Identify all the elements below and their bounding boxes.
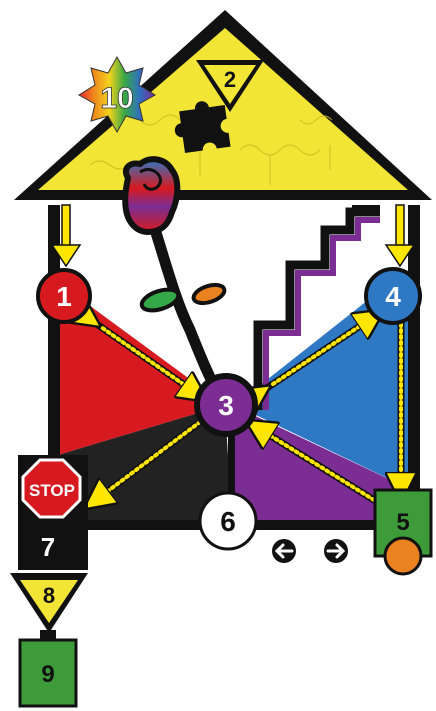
node-7[interactable]: STOP 7 (18, 455, 88, 570)
node-5[interactable]: 5 (375, 490, 431, 574)
label-3: 3 (218, 390, 234, 421)
orange-circle (385, 538, 421, 574)
label-1: 1 (56, 281, 72, 312)
label-7: 7 (41, 532, 55, 562)
node-9[interactable]: 9 (20, 630, 76, 706)
roof (14, 10, 432, 200)
house-body (48, 205, 420, 530)
stop-text: STOP (29, 481, 75, 500)
node-8[interactable]: 8 (10, 573, 88, 633)
node-1[interactable]: 1 (38, 270, 90, 322)
label-5: 5 (396, 509, 409, 536)
label-9: 9 (41, 661, 54, 688)
label-6: 6 (220, 506, 236, 537)
node-4[interactable]: 4 (366, 269, 420, 323)
label-8: 8 (43, 583, 55, 608)
label-2: 2 (224, 67, 236, 92)
node-6[interactable]: 6 (200, 493, 256, 549)
label-10: 10 (100, 82, 133, 115)
arrow-left-icon[interactable] (272, 539, 296, 563)
stop-sign-icon: STOP (23, 460, 80, 517)
node-3[interactable]: 3 (197, 376, 255, 434)
arrow-right-icon[interactable] (324, 539, 348, 563)
label-4: 4 (385, 281, 401, 312)
